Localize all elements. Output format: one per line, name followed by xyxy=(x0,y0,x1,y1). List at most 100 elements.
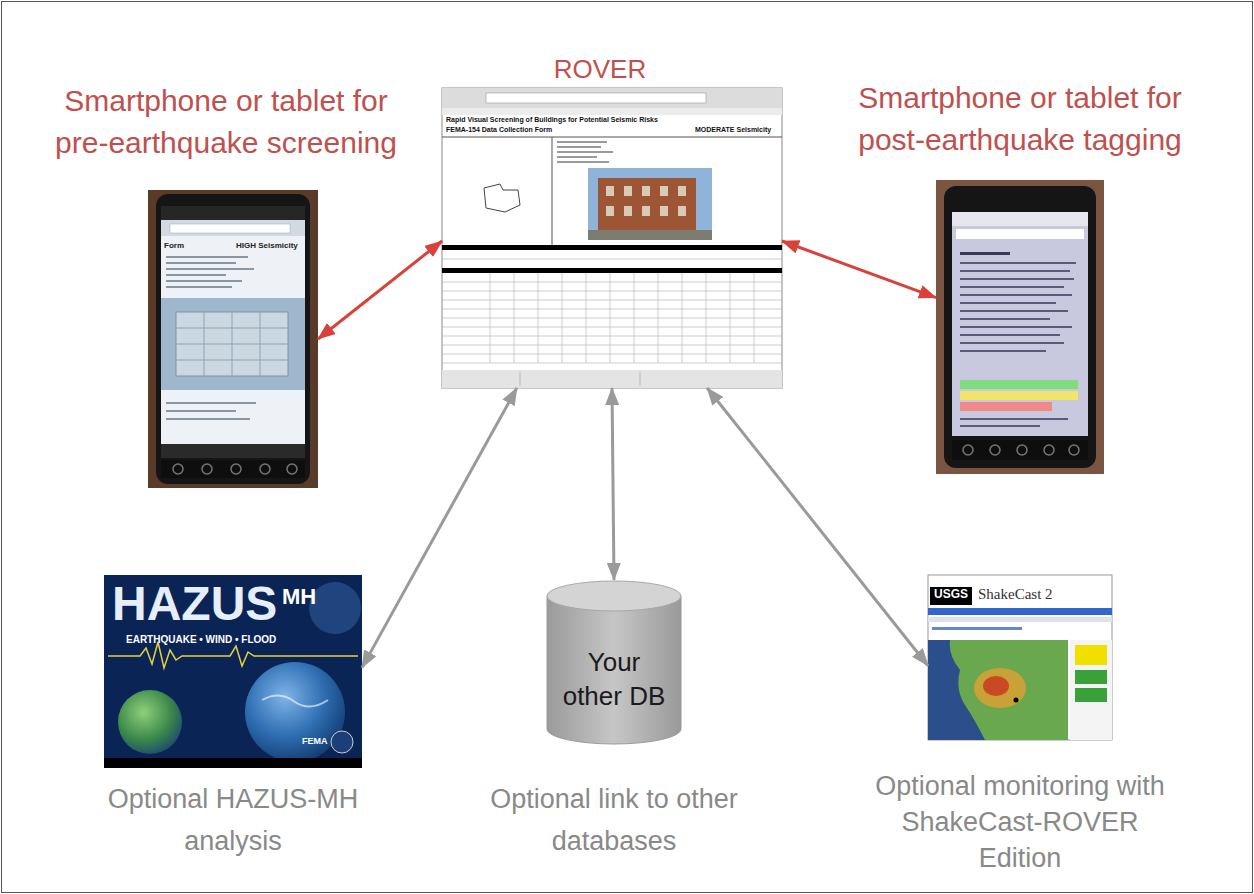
phone-illustration xyxy=(990,445,1000,455)
screenshot-illustration xyxy=(606,186,686,216)
monitoring-screenshot-illustration xyxy=(974,668,1026,708)
cylinder-body xyxy=(547,596,681,744)
phone-illustration xyxy=(960,294,1072,296)
cylinder-top xyxy=(547,581,681,611)
phone-illustration xyxy=(956,229,1084,239)
phone-illustration xyxy=(960,425,1040,427)
seismicity-tag: MODERATE Seismicity xyxy=(695,126,771,134)
phone-illustration xyxy=(156,194,310,484)
phone-illustration xyxy=(166,410,236,412)
panel-heading: Smartphone or tablet for pre-earthquake … xyxy=(41,80,411,164)
monitoring-screenshot-illustration xyxy=(928,608,1112,615)
software-logo: HAZUS xyxy=(112,580,277,628)
phone-illustration xyxy=(960,262,1076,264)
software-splash-illustration xyxy=(262,695,328,706)
phone-illustration xyxy=(1069,445,1079,455)
phone-illustration xyxy=(936,180,1104,474)
screenshot-illustration xyxy=(557,161,609,163)
panel-caption: Optional HAZUS-MH analysis xyxy=(83,778,383,862)
phone-illustration xyxy=(960,326,1072,328)
phone-illustration xyxy=(960,334,1060,336)
phone-illustration xyxy=(148,190,318,488)
phone-illustration xyxy=(173,464,183,474)
phone-illustration xyxy=(166,418,250,420)
phone-illustration xyxy=(960,302,1056,304)
phone-illustration xyxy=(960,278,1074,280)
panel-caption: Optional monitoring with ShakeCast-ROVER… xyxy=(870,768,1170,876)
monitoring-screenshot-illustration xyxy=(928,640,1068,740)
screenshot-illustration xyxy=(490,273,754,363)
screenshot-illustration xyxy=(557,156,597,158)
phone-illustration xyxy=(166,286,232,288)
software-splash-illustration xyxy=(104,758,362,768)
form-title: Rapid Visual Screening of Buildings for … xyxy=(446,116,658,124)
screenshot-illustration xyxy=(442,88,782,108)
monitoring-screenshot-illustration xyxy=(930,587,972,605)
double-arrow-connector xyxy=(707,388,928,666)
software-splash-illustration xyxy=(245,662,345,762)
screenshot-illustration xyxy=(442,245,782,250)
panel-heading: ROVER xyxy=(490,54,710,84)
software-splash-illustration xyxy=(104,575,362,768)
monitoring-screenshot-illustration xyxy=(1075,688,1107,702)
phone-illustration xyxy=(161,220,305,458)
phone-illustration xyxy=(166,280,242,282)
phone-illustration xyxy=(1017,445,1027,455)
software-splash-illustration xyxy=(118,690,182,754)
phone-illustration xyxy=(960,350,1046,352)
phone-illustration xyxy=(952,212,1088,226)
software-splash-illustration xyxy=(309,582,361,634)
screenshot-illustration xyxy=(588,168,712,240)
phone-illustration xyxy=(176,312,288,376)
screenshot-illustration xyxy=(552,137,553,245)
screenshot-illustration xyxy=(557,151,613,153)
screenshot-illustration xyxy=(442,259,782,363)
phone-illustration xyxy=(202,464,212,474)
phone-illustration xyxy=(161,460,305,478)
monitoring-screenshot-illustration xyxy=(928,617,1112,622)
software-tagline: EARTHQUAKE • WIND • FLOOD xyxy=(126,634,276,646)
software-splash-illustration xyxy=(104,575,362,768)
screenshot-illustration xyxy=(557,146,601,148)
form-tag: Form xyxy=(164,241,184,250)
phone-illustration xyxy=(960,318,1050,320)
form-subtitle: FEMA-154 Data Collection Form xyxy=(446,126,552,134)
phone-illustration xyxy=(170,224,290,233)
screenshot-illustration xyxy=(486,93,706,103)
double-arrow-connector xyxy=(318,241,442,339)
phone-illustration xyxy=(176,312,288,376)
phone-illustration xyxy=(148,190,318,488)
software-splash-illustration xyxy=(331,731,353,753)
software-logo-suffix: MH xyxy=(282,586,316,608)
phone-illustration xyxy=(166,402,256,404)
monitoring-screenshot-illustration xyxy=(950,640,1068,740)
screenshot-illustration xyxy=(442,108,782,115)
phone-illustration xyxy=(960,252,1010,255)
screenshot-illustration xyxy=(442,370,782,388)
screenshot-illustration xyxy=(640,372,641,386)
screenshot-illustration xyxy=(588,230,712,240)
phone-panel: Smartphone or tablet for pre-earthquake … xyxy=(148,190,318,488)
phone-illustration xyxy=(960,342,1064,344)
agency-logo: USGS xyxy=(934,588,968,602)
phone-illustration xyxy=(166,256,248,258)
phone-illustration xyxy=(960,380,1078,389)
database-cylinder: Your other DBOptional link to other data… xyxy=(546,580,682,745)
agency-logo: FEMA xyxy=(302,736,328,746)
screenshot-illustration xyxy=(484,184,520,212)
monitoring-screenshot-illustration xyxy=(1014,698,1019,703)
monitoring-screenshot-illustration xyxy=(928,575,1112,740)
screenshot-illustration xyxy=(442,137,782,138)
phone-illustration xyxy=(963,445,973,455)
software-splash-illustration xyxy=(108,642,358,668)
screenshot-illustration xyxy=(557,141,607,143)
monitoring-screenshot-illustration xyxy=(983,676,1009,696)
phone-illustration xyxy=(952,212,1088,436)
app-title: ShakeCast 2 xyxy=(978,586,1053,603)
panel-heading: Smartphone or tablet for post-earthquake… xyxy=(835,77,1205,161)
phone-illustration xyxy=(960,270,1070,272)
panel-caption: Optional link to other databases xyxy=(489,778,739,862)
